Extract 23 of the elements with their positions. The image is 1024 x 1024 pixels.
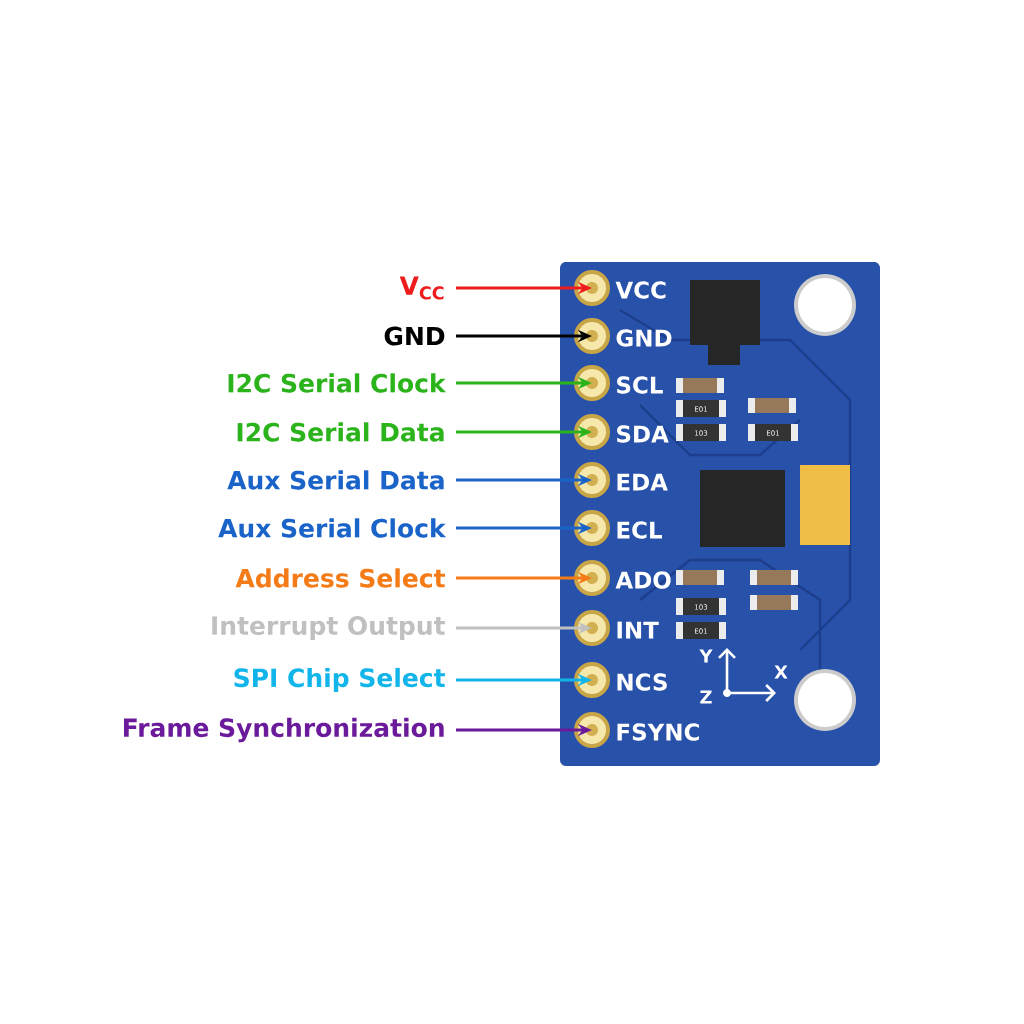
pin-name: SCL bbox=[617, 376, 663, 394]
pin-name: ADO bbox=[615, 571, 671, 589]
pin-label: GND bbox=[384, 326, 445, 346]
pin-label: SPI Chip Select bbox=[234, 667, 446, 693]
pin-label: Address Select bbox=[235, 568, 445, 588]
pin-name: VCC bbox=[615, 281, 666, 299]
pin-name: NCS bbox=[617, 673, 667, 691]
pin-label: Interrupt Output bbox=[212, 616, 446, 640]
pin-label: Aux Serial Clock bbox=[218, 518, 447, 538]
axis-letter: X bbox=[774, 665, 788, 679]
pin-name: FSYNC bbox=[617, 723, 699, 741]
axis-letter: Y bbox=[699, 649, 713, 663]
pin-name: GND bbox=[616, 329, 672, 347]
pin-label: Frame Synchronization bbox=[124, 717, 444, 743]
pin-label: I2C Serial Clock bbox=[228, 373, 447, 393]
pin-label: V$_{CC}$ bbox=[399, 276, 444, 300]
pin-name: SDA bbox=[617, 425, 669, 443]
pin-label: Aux Serial Data bbox=[227, 470, 444, 490]
pin-name: INT bbox=[617, 621, 659, 639]
pin-name: EDA bbox=[617, 473, 668, 491]
pin-name: ECL bbox=[617, 521, 662, 539]
axis-letter: Z bbox=[700, 690, 712, 704]
pin-label: I2C Serial Data bbox=[237, 422, 444, 442]
